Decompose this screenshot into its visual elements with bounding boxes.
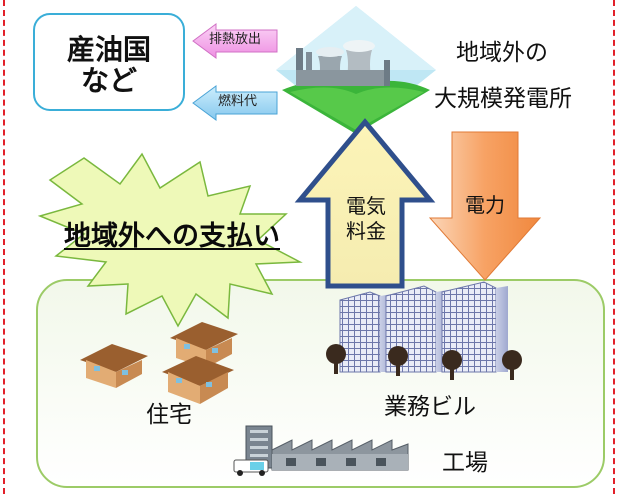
oil-country-label: 産油国 など [34, 24, 184, 106]
electric-power-arrow [428, 131, 542, 281]
left-border-line [3, 0, 5, 494]
electricity-fee-line1: 電気 [346, 194, 386, 218]
factory-icon [233, 425, 409, 476]
oil-country-line2: など [80, 64, 137, 97]
payment-label: 地域外への支払い [64, 221, 280, 252]
emission-arrow [192, 23, 278, 59]
office-label: 業務ビル [384, 394, 476, 420]
electric-power-label: 電力 [465, 193, 505, 217]
right-border-line [613, 0, 615, 494]
power-plant-label-line1: 地域外の [456, 40, 548, 66]
oil-country-line1: 産油国 [66, 32, 151, 66]
office-buildings-icon [326, 281, 522, 380]
electricity-fee-label: 電気 料金 [338, 194, 394, 244]
power-plant-icon [276, 6, 436, 134]
housing-label: 住宅 [146, 402, 192, 428]
houses-icon [80, 322, 238, 404]
payment-burst [37, 152, 303, 328]
factory-label: 工場 [442, 450, 488, 476]
emission-label: 排熱放出 [209, 32, 262, 47]
fuel-cost-label: 燃料代 [218, 94, 258, 109]
oil-country-box [33, 13, 185, 111]
electricity-fee-line2: 料金 [346, 219, 386, 243]
fuel-cost-arrow [192, 85, 278, 121]
power-plant-label-line2: 大規模発電所 [434, 86, 572, 112]
electricity-fee-arrow [294, 118, 436, 289]
